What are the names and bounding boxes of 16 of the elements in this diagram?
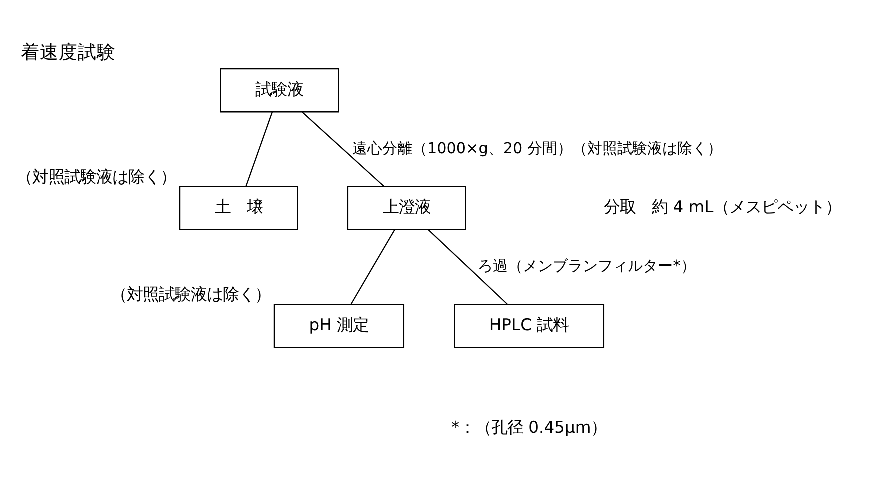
connector <box>350 230 396 305</box>
connector <box>428 230 508 305</box>
node-label: （対照試験液は除く） <box>16 167 177 186</box>
diagram-title: 着速度試験 <box>21 42 116 64</box>
label: 分取 約 4 mL（メスピペット） <box>604 198 842 217</box>
node-box: pH 測定 <box>274 304 405 348</box>
node-box: HPLC 試料 <box>454 304 605 348</box>
node-box: 土 壌 <box>179 186 298 230</box>
node-box: 上澄液 <box>347 186 466 230</box>
edge-label: 遠心分離（1000×g、20 分間）（対照試験液は除く） <box>352 139 722 158</box>
edge-label: ろ過（メンブランフィルター*） <box>478 257 696 276</box>
label: *：（孔径 0.45μm） <box>451 418 608 438</box>
connector <box>246 112 273 187</box>
connector <box>302 112 385 188</box>
node-box: 試験液 <box>220 68 340 113</box>
node-label: （対照試験液は除く） <box>111 285 272 304</box>
